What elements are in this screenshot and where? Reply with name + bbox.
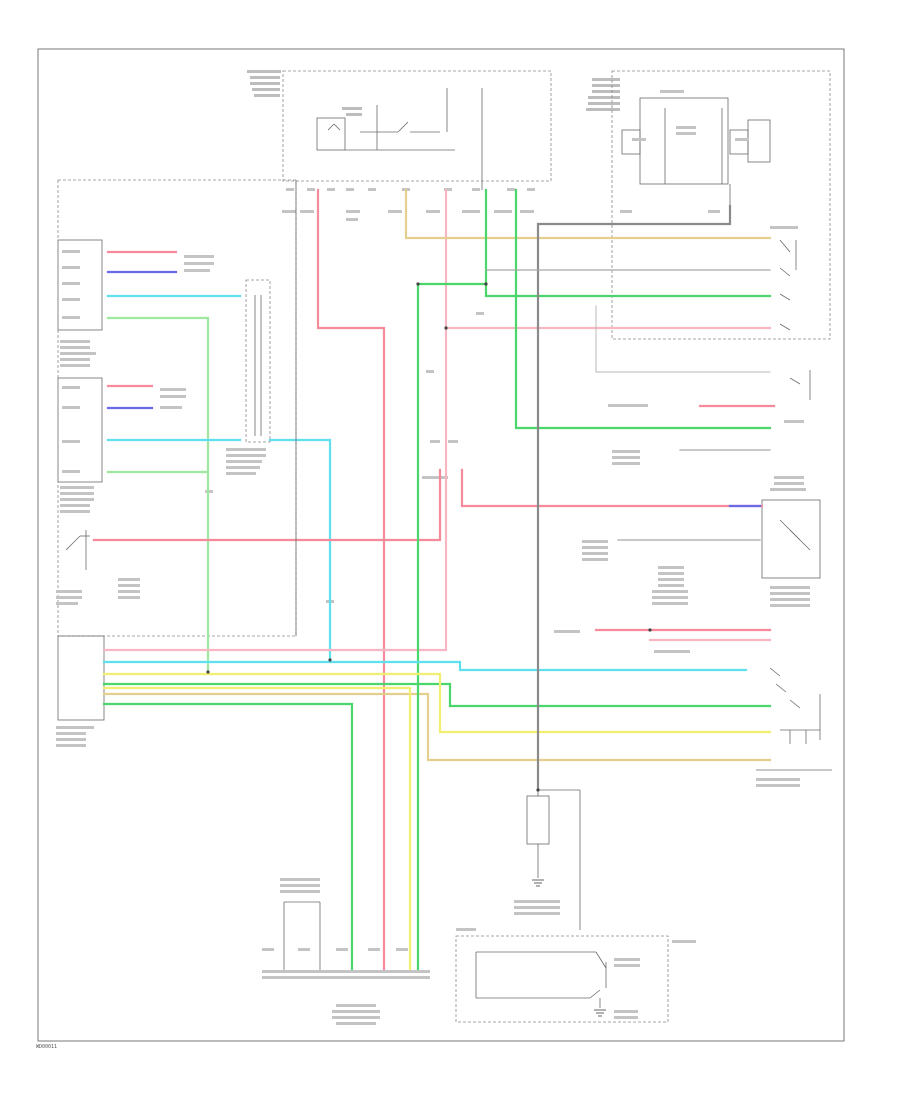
wire-pink-long bbox=[102, 188, 448, 652]
wires bbox=[92, 188, 776, 972]
relay-box bbox=[611, 70, 831, 340]
wire-gray-main bbox=[536, 204, 732, 792]
wire-red-trs bbox=[460, 468, 764, 508]
dashed-module-left bbox=[226, 279, 271, 475]
wire-tan-bottom bbox=[102, 692, 772, 762]
wire-yellow-1 bbox=[102, 672, 772, 734]
left-connector-middle bbox=[57, 340, 186, 513]
wire-green-right-2 bbox=[514, 188, 772, 430]
wire-green-mid bbox=[102, 682, 772, 708]
left-switch bbox=[56, 530, 140, 605]
bottom-connector bbox=[262, 878, 430, 1025]
power-control-unit-connector bbox=[56, 635, 105, 747]
footer-code: WD00011 bbox=[36, 1044, 58, 1050]
wire-green-right-1 bbox=[484, 188, 772, 298]
under-dash-fuse-relay-box bbox=[282, 70, 552, 190]
wire-cyan-row bbox=[102, 660, 748, 672]
wire-tan-top bbox=[404, 188, 772, 240]
right-switches bbox=[756, 226, 832, 787]
diagram-frame bbox=[37, 48, 845, 1042]
junction-dots bbox=[206, 282, 652, 792]
wire-lightgreen-1 bbox=[106, 316, 210, 674]
battery-starter-section bbox=[295, 180, 696, 1023]
wire-green-low bbox=[102, 702, 354, 972]
fuse-box-labels bbox=[247, 70, 620, 116]
wire-gray-right-2 bbox=[595, 305, 771, 373]
left-connector-top bbox=[57, 239, 214, 331]
fuse-box-pin-labels bbox=[282, 188, 535, 221]
wire-red-left bbox=[92, 468, 442, 542]
wire-cyan-3 bbox=[268, 438, 332, 662]
wire-yellow-2 bbox=[102, 686, 412, 972]
center-labels bbox=[205, 312, 690, 653]
